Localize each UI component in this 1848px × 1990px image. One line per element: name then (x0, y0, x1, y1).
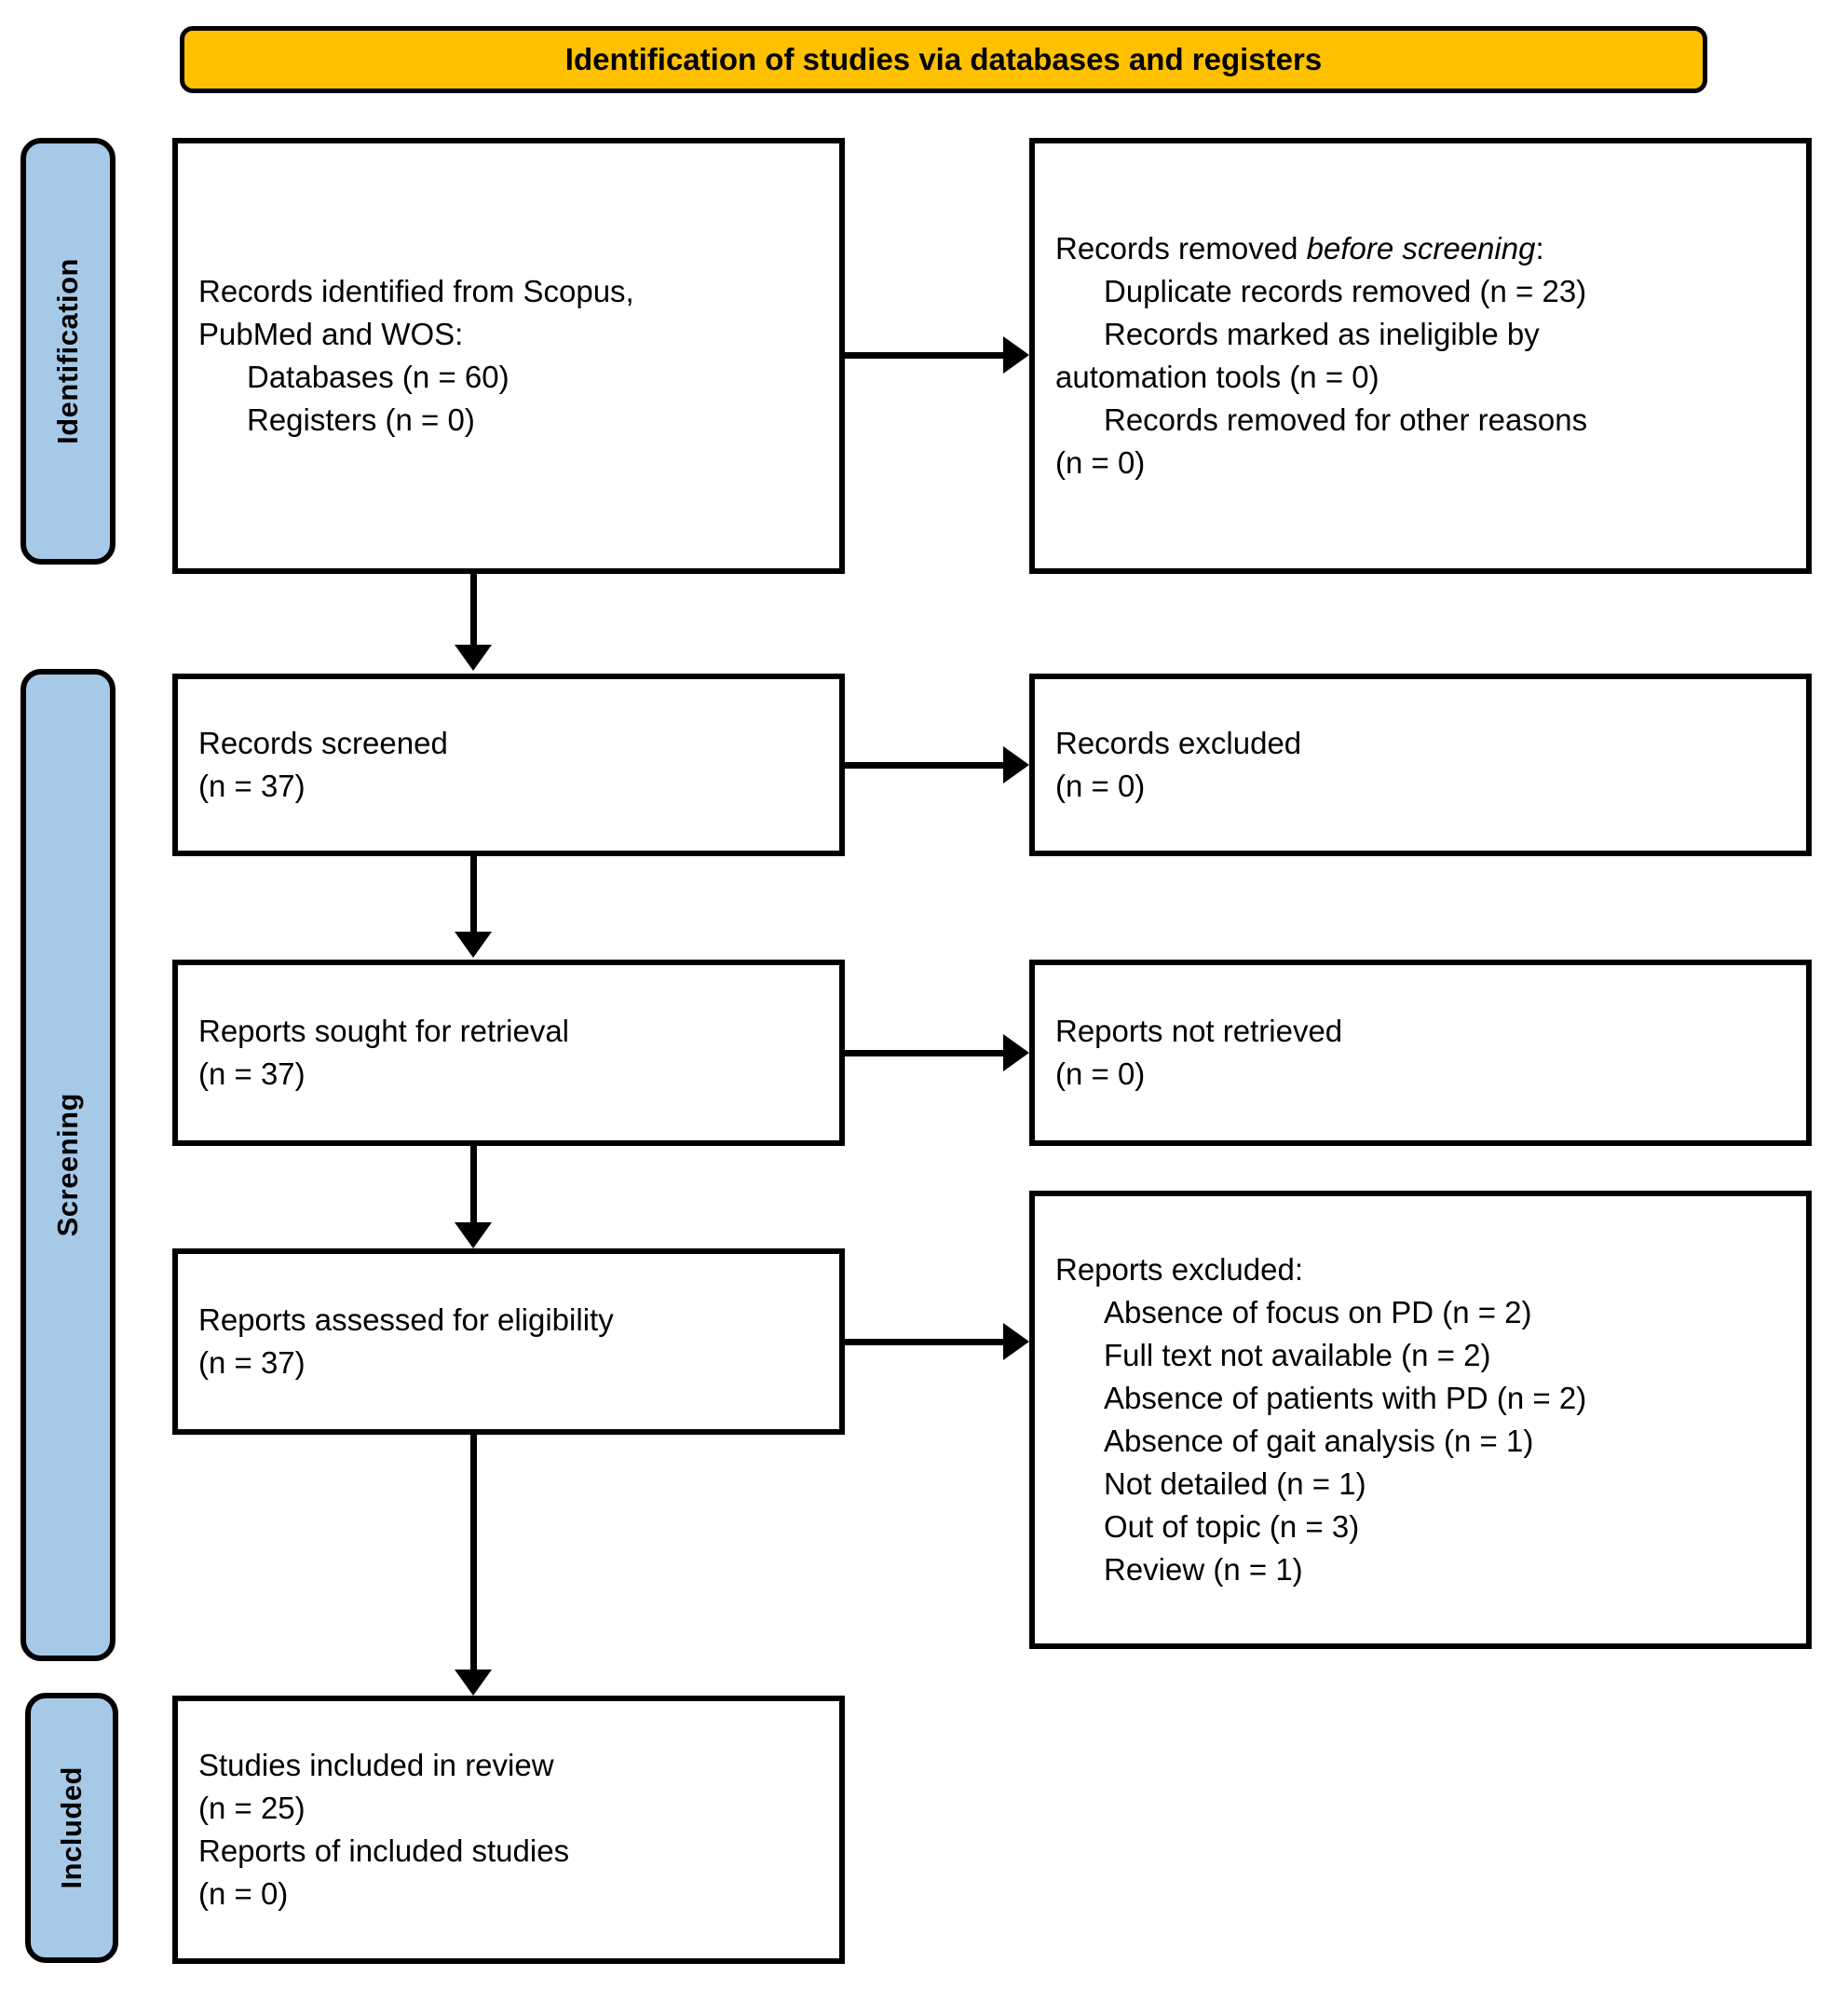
box-line: (n = 37) (198, 769, 306, 803)
box-line: Review (n = 1) (1104, 1552, 1303, 1587)
stage-tab-identification: Identification (20, 138, 116, 565)
connector-assessed-to-included-studies (470, 1435, 477, 1673)
page-title: Identification of studies via databases … (564, 42, 1323, 76)
stage-tab-included: Included (25, 1693, 118, 1963)
arrowhead-down-sought-to-assessed (455, 1222, 492, 1248)
box-line: (n = 0) (198, 1876, 289, 1911)
arrowhead-down-screened-to-sought (455, 932, 492, 958)
box-line: Reports not retrieved (1055, 1014, 1343, 1048)
box-line: Reports of included studies (198, 1833, 570, 1868)
box-line: Records excluded (1055, 726, 1302, 760)
box-line-prefix: Records removed (1055, 231, 1307, 266)
box-line: (n = 37) (198, 1345, 306, 1380)
box-line: (n = 25) (198, 1791, 306, 1825)
box-line: Records screened (198, 726, 448, 760)
box-line: (n = 0) (1055, 769, 1146, 803)
box-line: Reports assessed for eligibility (198, 1302, 614, 1337)
arrowhead-right-sought-to-not-retrieved (1003, 1034, 1029, 1071)
box-line: Not detailed (n = 1) (1104, 1466, 1366, 1501)
header-banner: Identification of studies via databases … (180, 26, 1707, 93)
connector-screened-to-sought (470, 856, 477, 934)
box-records-removed-before-screening: Records removed before screening: Duplic… (1029, 138, 1812, 574)
box-line: Studies included in review (198, 1748, 554, 1782)
box-records-identified: Records identified from Scopus, PubMed a… (172, 138, 845, 574)
box-line: Reports excluded: (1055, 1252, 1303, 1287)
arrowhead-right-identified-to-removed-before (1003, 336, 1029, 374)
box-line: Reports sought for retrieval (198, 1014, 570, 1048)
box-reports-excluded: Reports excluded: Absence of focus on PD… (1029, 1191, 1812, 1649)
box-line: PubMed and WOS: (198, 317, 464, 351)
arrowhead-right-assessed-to-reports-excluded (1003, 1323, 1029, 1360)
stage-tab-label: Included (55, 1766, 88, 1889)
box-line: Full text not available (n = 2) (1104, 1338, 1491, 1372)
stage-tab-screening: Screening (20, 669, 116, 1661)
box-line: automation tools (n = 0) (1055, 360, 1379, 394)
box-line: Duplicate records removed (n = 23) (1104, 274, 1587, 308)
connector-sought-to-not-retrieved (845, 1050, 1007, 1056)
box-line: (n = 0) (1055, 1056, 1146, 1091)
box-reports-assessed-for-eligibility: Reports assessed for eligibility (n = 37… (172, 1248, 845, 1435)
box-line-suffix: : (1535, 231, 1544, 266)
box-line: Records identified from Scopus, (198, 274, 634, 308)
connector-sought-to-assessed (470, 1146, 477, 1226)
arrowhead-right-screened-to-records-excluded (1003, 746, 1029, 784)
box-line: Out of topic (n = 3) (1104, 1509, 1360, 1544)
connector-assessed-to-reports-excluded (845, 1339, 1007, 1345)
box-line: (n = 0) (1055, 445, 1146, 480)
box-records-screened: Records screened (n = 37) (172, 674, 845, 856)
box-line-emphasis: before screening (1306, 231, 1536, 266)
stage-tab-label: Screening (51, 1093, 84, 1237)
box-line: Databases (n = 60) (247, 360, 510, 394)
connector-screened-to-records-excluded (845, 762, 1007, 769)
box-line: Records marked as ineligible by (1104, 317, 1540, 351)
box-reports-sought-for-retrieval: Reports sought for retrieval (n = 37) (172, 960, 845, 1146)
box-line: Registers (n = 0) (247, 402, 475, 437)
connector-identified-to-screened (470, 574, 477, 647)
box-line: (n = 37) (198, 1056, 306, 1091)
box-studies-included-in-review: Studies included in review (n = 25) Repo… (172, 1696, 845, 1964)
box-line: Absence of gait analysis (n = 1) (1104, 1424, 1534, 1458)
box-line: Records removed for other reasons (1104, 402, 1588, 437)
box-reports-not-retrieved: Reports not retrieved (n = 0) (1029, 960, 1812, 1146)
box-line: Absence of patients with PD (n = 2) (1104, 1381, 1587, 1415)
arrowhead-down-assessed-to-included-studies (455, 1670, 492, 1696)
box-records-excluded: Records excluded (n = 0) (1029, 674, 1812, 856)
stage-tab-label: Identification (51, 258, 84, 444)
box-line: Absence of focus on PD (n = 2) (1104, 1295, 1532, 1329)
arrowhead-down-identified-to-screened (455, 645, 492, 671)
connector-identified-to-removed-before (845, 352, 1007, 359)
box-line: Records removed before screening: (1055, 227, 1786, 270)
